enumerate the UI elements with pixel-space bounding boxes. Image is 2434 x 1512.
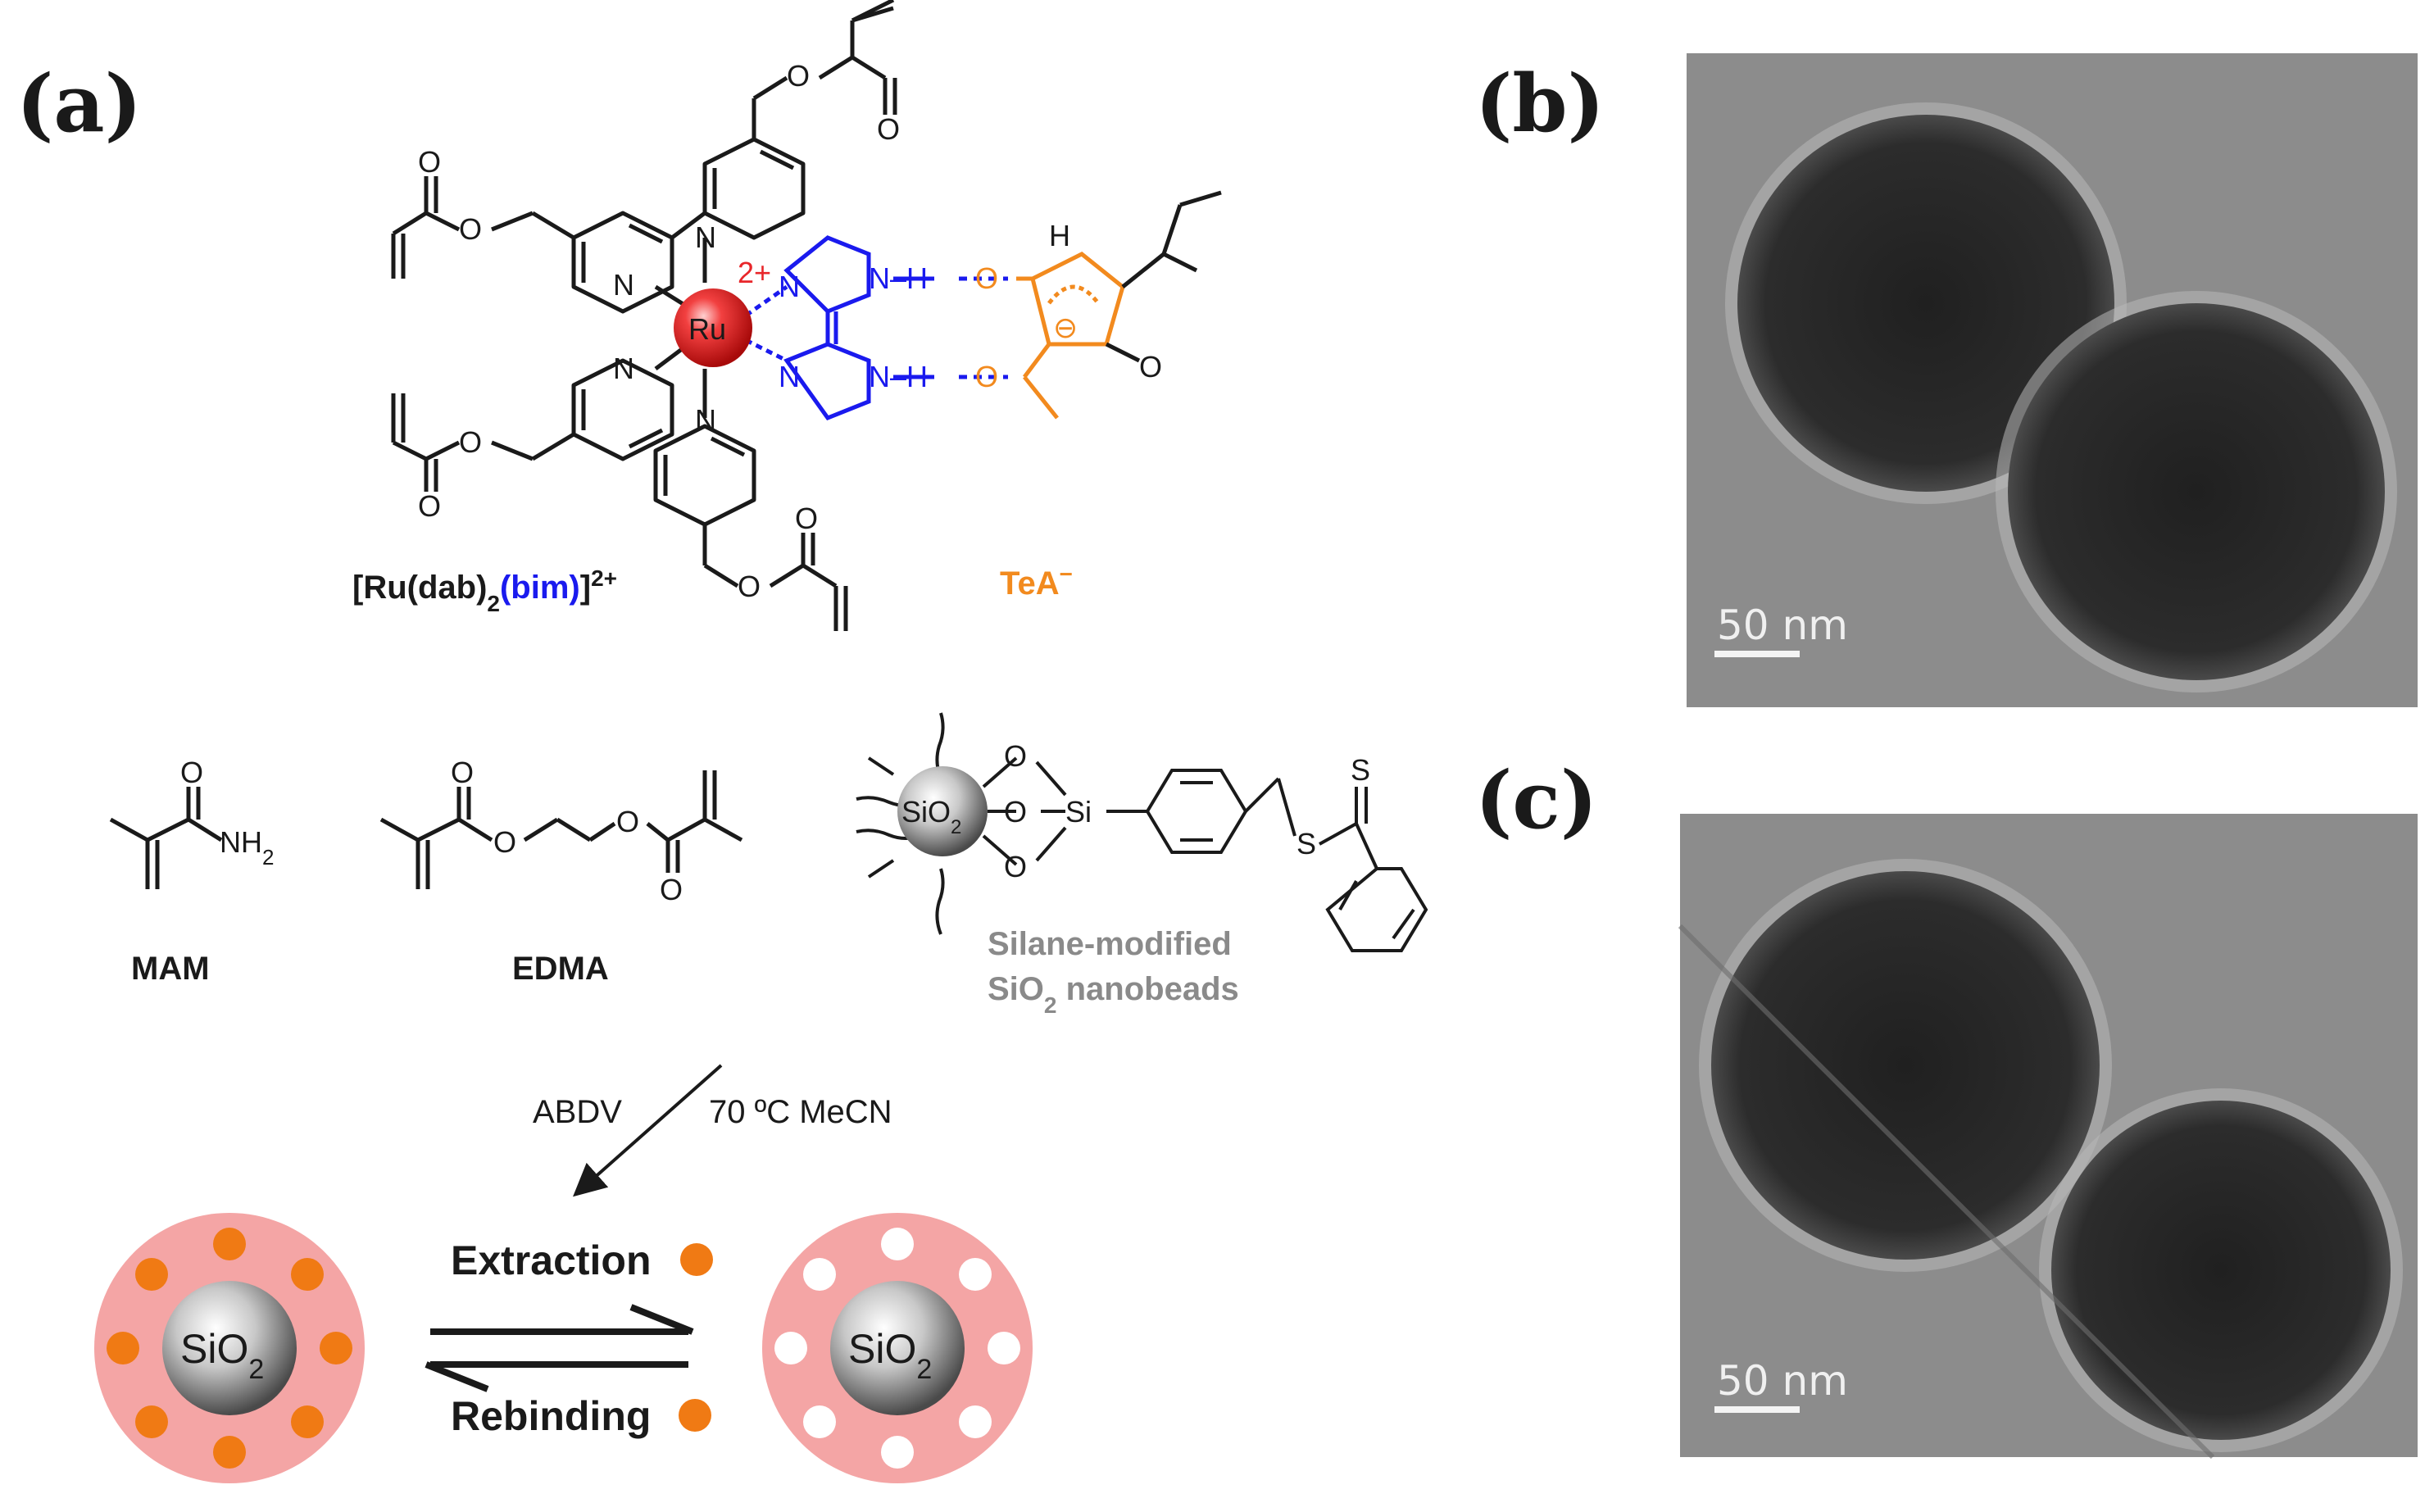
tem-image-b: 50 nm	[1687, 53, 2418, 707]
reaction-arrow	[573, 1064, 723, 1197]
ester-o-8: O	[795, 502, 818, 535]
silane-s-2: S	[1351, 753, 1370, 787]
silane-s-1: S	[1296, 827, 1316, 860]
bead-loaded-core: SiO2	[180, 1326, 264, 1385]
pyr-n-3: N	[613, 352, 634, 385]
initiator-label: ABDV	[533, 1094, 622, 1130]
ru-center	[674, 288, 752, 367]
tea-o-1: O	[975, 261, 998, 295]
scale-label-b: 50 nm	[1717, 602, 1848, 649]
bim-nh-2: N–H	[869, 360, 928, 393]
ru-charge: 2+	[738, 256, 771, 289]
mam-structure	[109, 787, 223, 889]
rebinding-label: Rebinding	[451, 1393, 651, 1439]
scale-label-c: 50 nm	[1717, 1357, 1848, 1405]
edma-o-1: O	[451, 756, 474, 789]
ru-label: Ru	[688, 312, 726, 346]
ester-o-7: O	[738, 570, 761, 603]
mip-bead-empty: SiO2	[762, 1213, 1033, 1483]
pyr-n-4: N	[695, 403, 716, 437]
silane-label-1: Silane-modified	[988, 926, 1232, 962]
ester-o-4: O	[418, 145, 441, 179]
silane-label-2: SiO2 nanobeads	[988, 971, 1239, 1018]
silane-si: Si	[1065, 795, 1092, 829]
edma-structure	[379, 770, 743, 889]
panel-label-a: (a)	[16, 57, 142, 150]
panel-label-c: (c)	[1475, 754, 1597, 847]
silane-o-3: O	[1004, 850, 1027, 883]
mam-nh2: NH2	[220, 825, 274, 870]
tem-image-c: 50 nm	[1678, 814, 2418, 1460]
ru-complex-structure	[391, 0, 897, 631]
pyr-n-2: N	[613, 268, 634, 302]
edma-o-2: O	[493, 825, 516, 859]
extraction-label: Extraction	[451, 1237, 652, 1283]
tea-o-2: O	[975, 360, 998, 393]
bead-empty-core: SiO2	[848, 1326, 932, 1385]
tea-charge: ⊖	[1053, 311, 1078, 344]
bim-n-1: N	[779, 270, 800, 303]
conditions-label: 70 ºC MeCN	[709, 1094, 892, 1130]
mam-o: O	[180, 756, 203, 789]
silane-o-2: O	[1004, 795, 1027, 829]
ester-o-6: O	[418, 489, 441, 523]
extraction-dot	[680, 1243, 713, 1276]
ester-o-1: O	[787, 59, 810, 93]
silane-o-1: O	[1004, 739, 1027, 773]
bim-nh-1: N–H	[869, 261, 928, 295]
pyr-n-1: N	[695, 220, 716, 254]
edma-label: EDMA	[512, 951, 609, 987]
bim-n-2: N	[779, 360, 800, 393]
mam-label: MAM	[131, 951, 210, 987]
complex-label: [Ru(dab)2(bim)]2+	[352, 565, 617, 616]
silica-core-label: SiO2	[901, 795, 961, 838]
tea-guest	[1016, 190, 1222, 420]
tea-nh: H	[1049, 219, 1070, 252]
guest-label: TeA−	[1000, 561, 1073, 602]
ester-o-2: O	[877, 112, 900, 146]
edma-o-3: O	[616, 805, 639, 838]
rebinding-dot	[679, 1399, 711, 1432]
ester-o-3: O	[459, 212, 482, 246]
panel-label-b: (b)	[1475, 57, 1605, 150]
ester-o-5: O	[459, 425, 482, 459]
edma-o-4: O	[660, 873, 683, 906]
mip-bead-loaded: SiO2	[94, 1213, 365, 1483]
silane-nanobead-structure: SiO2 O O O Si S S	[856, 712, 1428, 952]
equilibrium-arrows	[425, 1304, 694, 1392]
tea-o-3: O	[1139, 350, 1162, 384]
bim-ligand	[744, 235, 1008, 421]
